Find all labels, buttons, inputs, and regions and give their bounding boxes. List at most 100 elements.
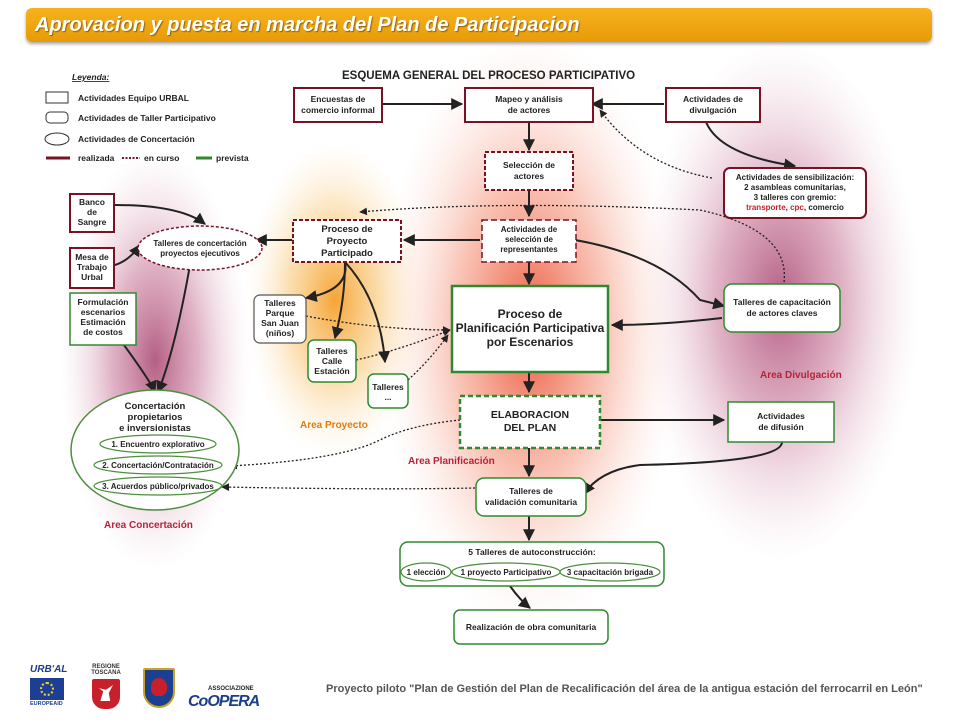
nodes: Encuestas de comercio informal Mapeo y a…: [69, 87, 867, 645]
node-proceso-proy-l1: Proceso de: [321, 224, 372, 235]
area-labels: Area Divulgación Area Proyecto Area Plan…: [104, 370, 842, 531]
node-parque-l4: (niños): [266, 328, 294, 338]
node-calle-l3: Estación: [314, 366, 349, 376]
node-capacitacion-l2: de actores claves: [747, 308, 818, 318]
legend-item: Actividades de Taller Participativo: [78, 113, 216, 123]
legend-item: Actividades de Concertación: [78, 134, 195, 144]
conc-step-3: 3. Acuerdos público/privados: [102, 482, 214, 491]
node-talleres-conc-l1: Talleres de concertación: [153, 239, 246, 248]
node-mesa-box: [69, 247, 115, 289]
node-calle-box: [307, 339, 357, 383]
autoconst-item-3: 3 capacitación brigada: [567, 568, 654, 577]
node-sensib-l4: transporte, cpc, comercio: [746, 203, 844, 212]
node-mesa-l1: Mesa de: [75, 252, 109, 262]
node-autoconst-title: 5 Talleres de autoconstrucción:: [468, 547, 596, 557]
legend-heading: Leyenda:: [72, 72, 109, 82]
node-seleccion-l2: actores: [514, 171, 545, 181]
node-parque-l3: San Juan: [261, 318, 299, 328]
node-banco-box: [69, 193, 115, 233]
node-talleres-dots-box: [367, 373, 409, 409]
autoconst-item-2: 1 proyecto Participativo: [461, 568, 552, 577]
node-sensib-l3: 3 talleres con gremio:: [754, 193, 837, 202]
node-planif-l3: por Escenarios: [487, 335, 574, 349]
associazione-label: ASSOCIAZIONE: [208, 686, 254, 692]
node-difusion-l2: de difusión: [758, 422, 803, 432]
node-banco-l3: Sangre: [78, 217, 107, 227]
connectors: [112, 98, 797, 609]
node-sensib-l1: Actividades de sensibilización:: [736, 173, 854, 182]
node-mapeo-l2: de actores: [508, 105, 551, 115]
eu-flag-icon: [30, 678, 64, 700]
node-seleccion-l1: Selección de: [503, 160, 555, 170]
node-planif-box: [450, 284, 610, 374]
node-mapeo-box: [464, 87, 594, 123]
node-planif-l2: Planificación Participativa: [456, 321, 605, 335]
node-parque-l2: Parque: [266, 308, 295, 318]
node-act-sel-rep-box: [481, 219, 577, 263]
node-formulacion-l1: Formulación: [77, 297, 128, 307]
node-talleres-dots-l1: Talleres: [372, 382, 404, 392]
shield-icon: [143, 668, 175, 708]
diagram-title: ESQUEMA GENERAL DEL PROCESO PARTICIPATIV…: [342, 70, 635, 82]
legend-line-label: prevista: [216, 153, 249, 163]
node-proceso-proy-l3: Participado: [321, 248, 373, 259]
node-concertacion-l2: propietarios: [128, 412, 183, 423]
area-concertacion-label: Area Concertación: [104, 520, 193, 531]
autoconst-item-1: 1 elección: [407, 568, 446, 577]
legend-line-label: realizada: [78, 153, 115, 163]
regione-toscana-logo: REGIONE TOSCANA: [86, 664, 126, 716]
node-proceso-proy-box: [292, 219, 402, 263]
node-encuestas-l1: Encuestas de: [311, 94, 366, 104]
node-realizacion-box: [453, 609, 609, 645]
node-capacitacion-l1: Talleres de capacitación: [733, 297, 831, 307]
node-planif-l1: Proceso de: [498, 307, 563, 321]
node-parque-l1: Talleres: [264, 298, 296, 308]
conc-step-1: 1. Encuentro explorativo: [111, 440, 204, 449]
node-elaboracion-box: [458, 394, 602, 450]
footer-caption: Proyecto piloto "Plan de Gestión del Pla…: [326, 683, 923, 695]
slide-title: Aprovacion y puesta en marcha del Plan d…: [35, 14, 580, 36]
node-validacion-l2: validación comunitaria: [485, 497, 577, 507]
node-difusion-box: [727, 401, 835, 443]
node-parque-box: [253, 294, 307, 344]
node-formulacion-l2: escenarios: [81, 307, 126, 317]
node-formulacion-box: [69, 292, 137, 346]
node-encuestas-l2: comercio informal: [301, 105, 375, 115]
leon-shield-logo: [143, 668, 179, 710]
node-mesa-l2: Trabajo: [77, 262, 107, 272]
node-encuestas-box: [293, 87, 383, 123]
node-validacion-l1: Talleres de: [509, 486, 553, 496]
area-planificacion-label: Area Planificación: [408, 456, 495, 467]
conc-step-3-shape: [93, 476, 223, 496]
node-banco-l1: Banco: [79, 197, 105, 207]
conc-step-2-shape: [93, 455, 223, 475]
node-mesa-l3: Urbal: [81, 272, 103, 282]
node-seleccion-box: [484, 151, 574, 191]
coopera-label: CoOPERA: [188, 693, 260, 710]
conc-step-2: 2. Concertación/Contratación: [102, 461, 214, 470]
legend-item: Actividades Equipo URBAL: [78, 93, 189, 103]
node-calle-l1: Talleres: [316, 346, 348, 356]
node-realizacion-l1: Realización de obra comunitaria: [466, 622, 597, 632]
node-sensib-box: [723, 167, 867, 219]
legend-line-label: en curso: [144, 153, 179, 163]
node-concertacion-l3: e inversionistas: [119, 423, 191, 434]
node-banco-l2: de: [87, 207, 97, 217]
autoconst-item-3-shape: [559, 562, 661, 582]
node-difusion-l1: Actividades: [757, 411, 805, 421]
node-proceso-proy-l2: Proyecto: [327, 236, 368, 247]
node-calle-l2: Calle: [322, 356, 343, 366]
legend: Leyenda: Actividades Equipo URBAL Activi…: [44, 72, 249, 163]
node-mapeo-l1: Mapeo y análisis: [495, 94, 563, 104]
toscana-label: TOSCANA: [91, 670, 121, 676]
node-sensib-l2: 2 asambleas comunitarias,: [744, 183, 846, 192]
node-capacitacion-box: [723, 283, 841, 333]
europeaid-label: EUROPEAID: [30, 701, 63, 707]
autoconst-item-1-shape: [400, 562, 452, 582]
regione-label: REGIONE: [92, 664, 120, 670]
node-talleres-conc-shape: [137, 225, 263, 271]
node-act-sel-rep-l1: Actividades de: [501, 225, 558, 234]
urbal-logo: URB'AL EUROPEAID: [30, 664, 74, 714]
area-proyecto-label: Area Proyecto: [300, 420, 368, 431]
